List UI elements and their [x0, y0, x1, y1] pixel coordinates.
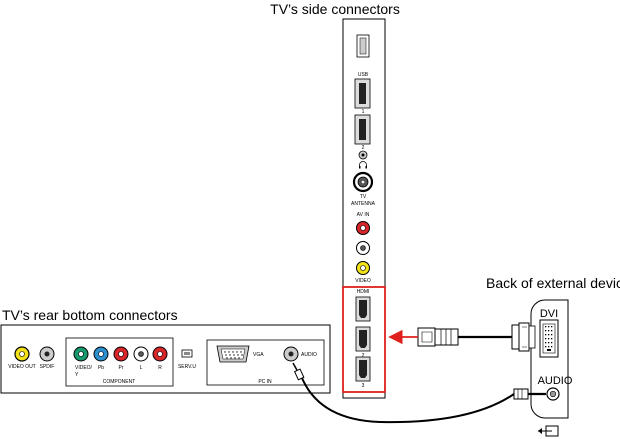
hdmi-label: HDMI — [357, 289, 370, 295]
component-group — [65, 337, 174, 387]
rear-panel: VIDEO OUT SPDIF VIDEO/ Y Pb Pr L R COMPO… — [0, 324, 331, 394]
vga-port — [216, 345, 250, 363]
rear-connectors-title: TV’s rear bottom connectors — [2, 307, 178, 323]
dvi-label: DVI — [540, 308, 558, 320]
usb-label: USB — [358, 72, 369, 78]
antenna-label-2: ANTENNA — [351, 201, 376, 207]
pb-label: Pb — [98, 365, 104, 371]
input-source-icon — [538, 425, 559, 437]
spdif-label: SPDIF — [40, 364, 55, 370]
usb-1-label: 1 — [362, 109, 365, 115]
pc-in-group — [206, 339, 325, 386]
serv-u-label: SERV.U — [178, 364, 196, 370]
video-y-label-1: VIDEO/ — [75, 365, 93, 371]
side-panel: USB 1 2 TV ANTENNA AV IN VIDEO HDMI — [342, 18, 386, 399]
usb-port-2-slot — [359, 119, 366, 140]
hdmi-highlight-box — [342, 286, 386, 393]
hdmi-dvi-cable — [417, 322, 536, 352]
video-label: VIDEO — [355, 278, 371, 284]
antenna-label-1: TV — [360, 194, 367, 200]
vga-label: VGA — [253, 352, 264, 358]
video-out-label: VIDEO OUT — [8, 364, 36, 370]
external-device-title: Back of external device — [486, 275, 620, 291]
pc-audio-label: AUDIO — [301, 352, 317, 358]
av-in-label: AV IN — [357, 212, 370, 218]
pr-label: Pr — [119, 365, 124, 371]
hdmi-2-label: 2 — [362, 353, 365, 359]
component-label: COMPONENT — [103, 379, 136, 385]
usb-2-label: 2 — [362, 145, 365, 151]
device-audio-label: AUDIO — [538, 375, 573, 387]
dvi-port — [539, 319, 559, 358]
r-label: R — [158, 365, 162, 371]
hdmi-port-2 — [355, 326, 371, 352]
pc-in-label: PC IN — [258, 379, 272, 385]
external-device: DVI AUDIO — [530, 299, 573, 419]
hdmi-port-1 — [355, 296, 371, 322]
side-connectors-title: TV’s side connectors — [270, 1, 400, 17]
hdmi-3-label: 3 — [362, 383, 365, 389]
video-y-label-2: Y — [75, 372, 79, 378]
headphone-icon — [359, 161, 367, 167]
audio-cable — [292, 362, 546, 424]
l-label: L — [140, 365, 143, 371]
usb-port-1-slot — [359, 83, 366, 104]
hdmi-port-3 — [355, 356, 371, 382]
